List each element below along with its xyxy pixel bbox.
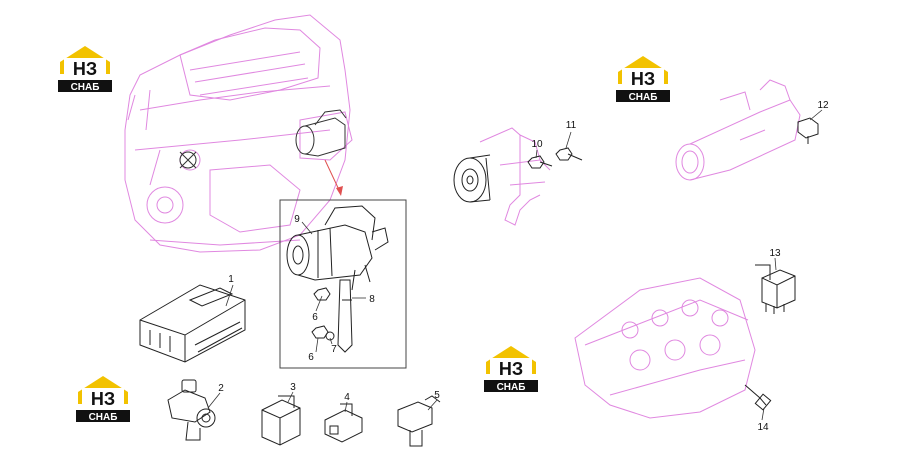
mounting-bracket-illustration	[337, 279, 353, 353]
relay-3-illustration	[261, 395, 301, 446]
logo-caption: СНАБ	[497, 382, 526, 393]
logo-mark: НЗ	[631, 69, 655, 89]
callout-7: 7	[331, 344, 337, 355]
pipe-assembly-illustration	[675, 79, 801, 181]
sensor-5-illustration	[397, 395, 441, 447]
logo-caption: СНАБ	[71, 82, 100, 93]
sensor-4-illustration	[324, 403, 363, 443]
callout-14: 14	[757, 422, 769, 433]
sensor-12-illustration	[797, 117, 819, 144]
starter-on-engine	[295, 109, 347, 157]
brand-logo-3: НЗ СНАБ	[484, 346, 538, 393]
bolt-10-illustration	[527, 155, 553, 169]
detail-pointer-arrow	[324, 159, 343, 196]
starter-detail-frame	[279, 199, 407, 369]
engine-fitting	[179, 151, 197, 169]
callout-3: 3	[290, 382, 296, 393]
callout-2: 2	[218, 383, 224, 394]
sensor-2-illustration	[167, 379, 216, 441]
brand-logo-4: НЗ СНАБ	[76, 376, 130, 423]
engine-block-illustration	[124, 14, 353, 253]
brand-logo-1: НЗ СНАБ	[58, 46, 112, 93]
callout-10: 10	[531, 139, 543, 150]
callout-6-upper: 6	[312, 312, 318, 323]
nut-illustration	[311, 287, 335, 341]
bolt-11-illustration	[555, 147, 583, 161]
logo-caption: СНАБ	[89, 412, 118, 423]
callout-1: 1	[228, 274, 234, 285]
starter-motor-illustration	[286, 205, 389, 291]
pulley-bracket-illustration	[453, 127, 551, 226]
brand-logo-2: НЗ СНАБ	[616, 56, 670, 103]
logo-mark: НЗ	[499, 359, 523, 379]
sensor-14-illustration	[744, 384, 772, 411]
cylinder-head-illustration	[574, 277, 756, 419]
ecu-unit-illustration	[139, 284, 246, 363]
callout-5: 5	[434, 390, 440, 401]
callout-8: 8	[369, 294, 375, 305]
callout-9: 9	[294, 214, 300, 225]
callout-6-lower: 6	[308, 352, 314, 363]
logo-caption: СНАБ	[629, 92, 658, 103]
callout-12: 12	[817, 100, 829, 111]
callout-4: 4	[344, 392, 350, 403]
relay-13-illustration	[755, 264, 796, 314]
logo-mark: НЗ	[73, 59, 97, 79]
callout-11: 11	[566, 120, 577, 131]
callout-13: 13	[769, 248, 781, 259]
leader-lines	[207, 109, 823, 421]
logo-mark: НЗ	[91, 389, 115, 409]
